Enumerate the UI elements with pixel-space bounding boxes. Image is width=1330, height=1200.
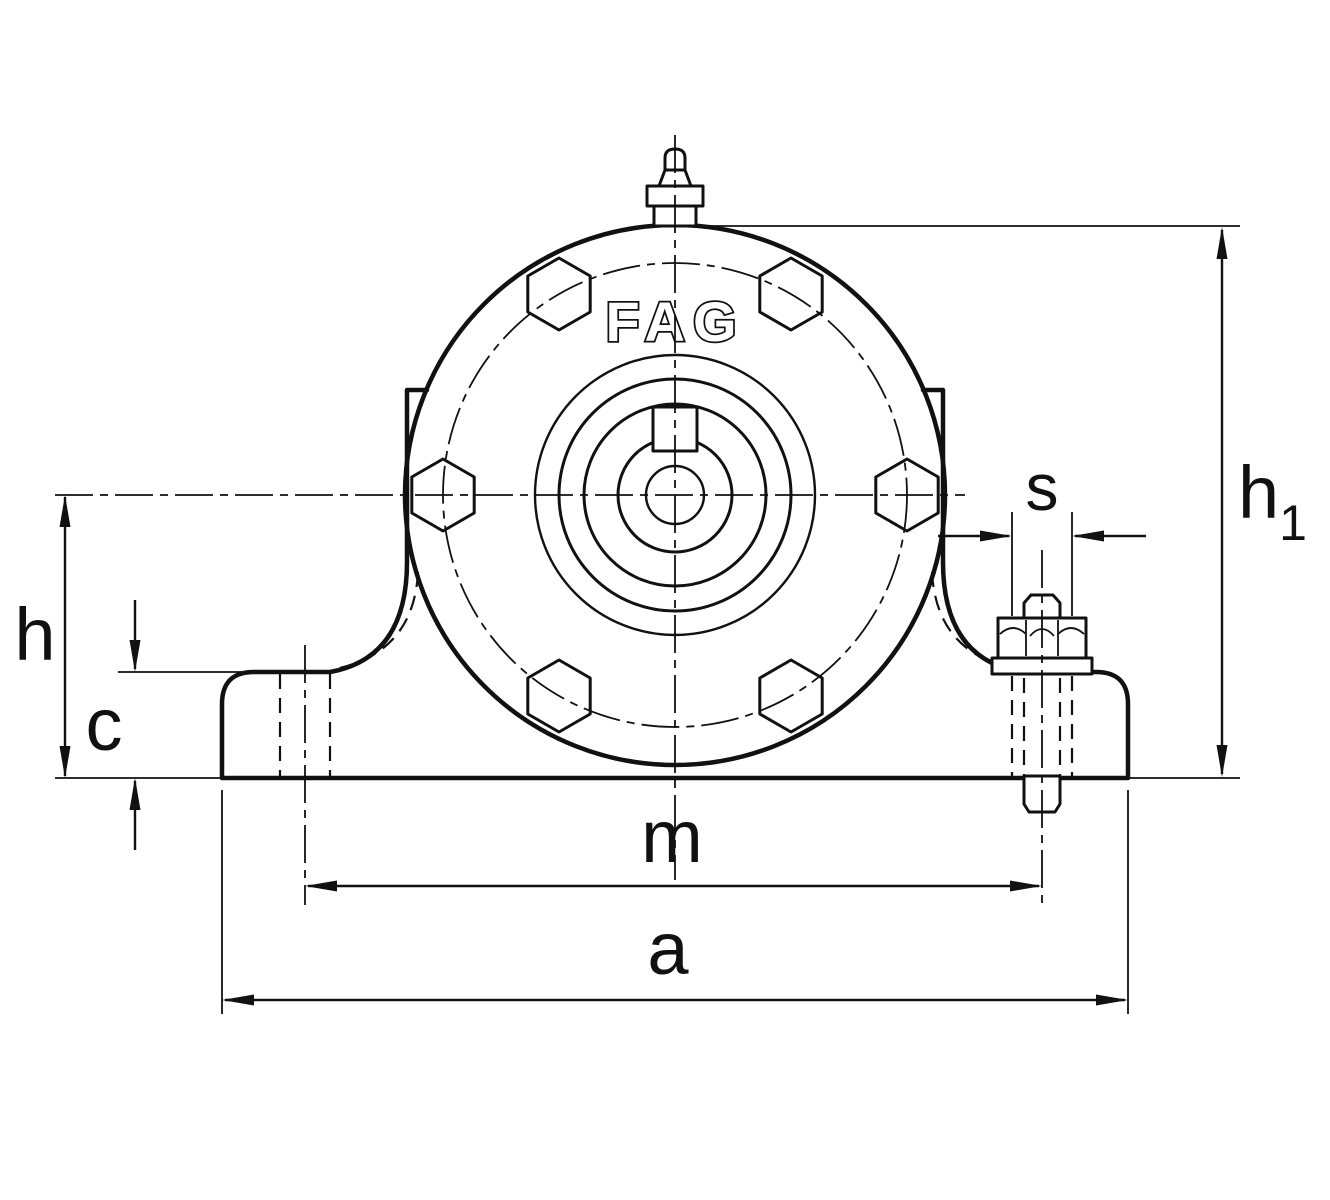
hidden-lines (278, 571, 1074, 776)
label-h: h (14, 593, 55, 676)
label-s: s (1026, 450, 1059, 524)
hex-bolt-bottom-right (758, 658, 824, 734)
arrowhead-h1-top (1216, 227, 1228, 259)
arrowhead-m-right (1010, 880, 1042, 892)
extension-lines (55, 225, 1240, 1014)
label-c: c (86, 683, 123, 766)
arrowhead-c-top (129, 640, 141, 672)
hex-bolt-left (410, 457, 476, 533)
hex-bolt-top-left (526, 256, 592, 332)
dimensions: h1 h c s m a (14, 227, 1307, 1006)
label-a: a (647, 907, 689, 990)
center-lines (55, 135, 1043, 905)
label-m: m (641, 795, 703, 878)
cap-bolts (410, 256, 940, 734)
nut-chamfer-arc-right (1057, 627, 1085, 635)
arrowhead-s-left (980, 530, 1012, 542)
arrowhead-m-left (305, 880, 337, 892)
hex-bolt-bottom-left (526, 658, 592, 734)
arrowhead-h-bottom (59, 746, 71, 778)
bolt-circle-centerline (442, 262, 908, 728)
arrowhead-h1-bottom (1216, 745, 1228, 777)
label-h1: h1 (1238, 451, 1307, 551)
brand-logo: FAG (605, 290, 744, 353)
hex-bolt-right (874, 457, 940, 533)
arrowhead-c-bottom (129, 778, 141, 810)
arrowhead-a-left (222, 994, 254, 1006)
arrowhead-h-top (59, 495, 71, 527)
nut-chamfer-arc-left (999, 627, 1027, 635)
arrowhead-s-right (1072, 530, 1104, 542)
pedestal-and-base-outline (219, 387, 1131, 781)
hex-bolt-top-right (758, 256, 824, 332)
arrowhead-a-right (1096, 994, 1128, 1006)
